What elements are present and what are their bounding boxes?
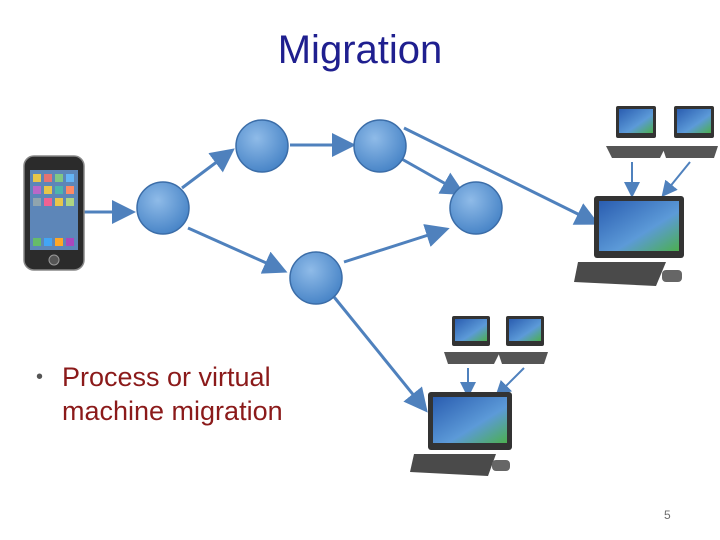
bullet-text: Process or virtual machine migration bbox=[62, 362, 283, 426]
network-node-3 bbox=[353, 119, 407, 173]
network-node-1 bbox=[136, 181, 190, 235]
desktop-computer-icon-large-1 bbox=[574, 196, 684, 286]
arrow-node5-to-desktop2 bbox=[328, 291, 428, 413]
slide-number: 5 bbox=[664, 508, 671, 522]
arrow-node3-to-node4 bbox=[399, 156, 466, 195]
arrow-node1-to-node2 bbox=[181, 148, 235, 190]
network-node-4 bbox=[449, 181, 503, 235]
desktop-computer-icon-small-4 bbox=[498, 316, 548, 364]
smartphone-icon bbox=[23, 155, 85, 271]
computer-cluster-icon-top bbox=[574, 106, 718, 286]
desktop-computer-icon-small-2 bbox=[662, 106, 718, 158]
bullet-marker: • bbox=[36, 366, 44, 388]
computer-cluster-icon-bottom bbox=[410, 316, 548, 476]
arrow-node3-to-desktop1 bbox=[403, 126, 600, 225]
network-arrows bbox=[84, 126, 600, 413]
bullet-item: • Process or virtual machine migration bbox=[36, 360, 356, 428]
network-node-5 bbox=[289, 251, 343, 305]
desktop-computer-icon-small-1 bbox=[606, 106, 666, 158]
network-node-2 bbox=[235, 119, 289, 173]
desktop-computer-icon-large-2 bbox=[410, 392, 512, 476]
network-nodes bbox=[136, 119, 503, 305]
desktop-computer-icon-small-3 bbox=[444, 316, 500, 364]
arrow-node1-to-node5 bbox=[187, 226, 288, 274]
bullet-list: • Process or virtual machine migration bbox=[36, 360, 356, 428]
arrow-node5-to-node4 bbox=[343, 224, 450, 264]
slide-title: Migration bbox=[277, 28, 443, 72]
